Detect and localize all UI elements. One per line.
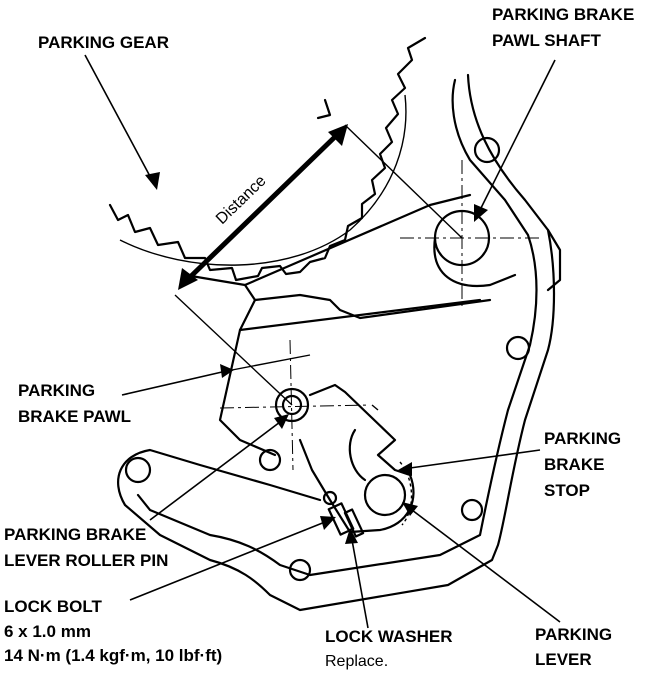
label-lock-bolt: LOCK BOLT xyxy=(4,597,103,616)
label-stop-line1: PARKING xyxy=(544,429,621,448)
label-lock-bolt-torque: 14 N·m (1.4 kgf·m, 10 lbf·ft) xyxy=(4,646,222,665)
parking-lever xyxy=(298,383,415,538)
leader-parking-lever xyxy=(411,509,561,623)
lock-washer-shape xyxy=(343,508,365,538)
leader-stop xyxy=(409,449,541,469)
label-pawl-line1: PARKING xyxy=(18,381,95,400)
case-hole xyxy=(505,335,531,361)
leader-lock-washer xyxy=(351,539,369,629)
case-hole xyxy=(473,136,501,164)
leader-lines xyxy=(84,54,561,629)
label-pawl-line2: BRAKE PAWL xyxy=(18,407,131,426)
label-pawl-shaft-line2: PAWL SHAFT xyxy=(492,31,602,50)
label-stop-line2: BRAKE xyxy=(544,455,604,474)
label-lever-line2: LEVER xyxy=(535,650,592,669)
label-roller-pin-line2: LEVER ROLLER PIN xyxy=(4,551,168,570)
parking-gear xyxy=(108,36,427,282)
case-hole xyxy=(288,558,312,582)
pawl-shaft xyxy=(400,160,540,310)
leader-roller-pin xyxy=(149,421,281,521)
leader-pawl xyxy=(121,371,223,396)
leader-parking-gear xyxy=(84,54,153,181)
label-lock-washer: LOCK WASHER xyxy=(325,627,453,646)
label-roller-pin-line1: PARKING BRAKE xyxy=(4,525,146,544)
label-distance: Distance xyxy=(213,172,270,228)
label-lock-washer-note: Replace. xyxy=(325,653,388,670)
label-lever-line1: PARKING xyxy=(535,625,612,644)
case-hole xyxy=(322,490,338,506)
case-hole xyxy=(460,498,484,522)
parking-brake-pawl xyxy=(183,193,492,471)
transmission-case xyxy=(117,73,562,612)
leader-lock-bolt xyxy=(129,521,326,601)
leader-pawl-shaft xyxy=(479,59,556,211)
label-lock-bolt-size: 6 x 1.0 mm xyxy=(4,622,91,641)
distance-dimension xyxy=(174,124,463,406)
case-hole xyxy=(258,448,282,472)
label-pawl-shaft-line1: PARKING BRAKE xyxy=(492,5,634,24)
label-parking-gear: PARKING GEAR xyxy=(38,33,169,52)
case-bolt-holes xyxy=(124,136,531,582)
case-hole xyxy=(124,456,152,484)
label-stop-line3: STOP xyxy=(544,481,590,500)
